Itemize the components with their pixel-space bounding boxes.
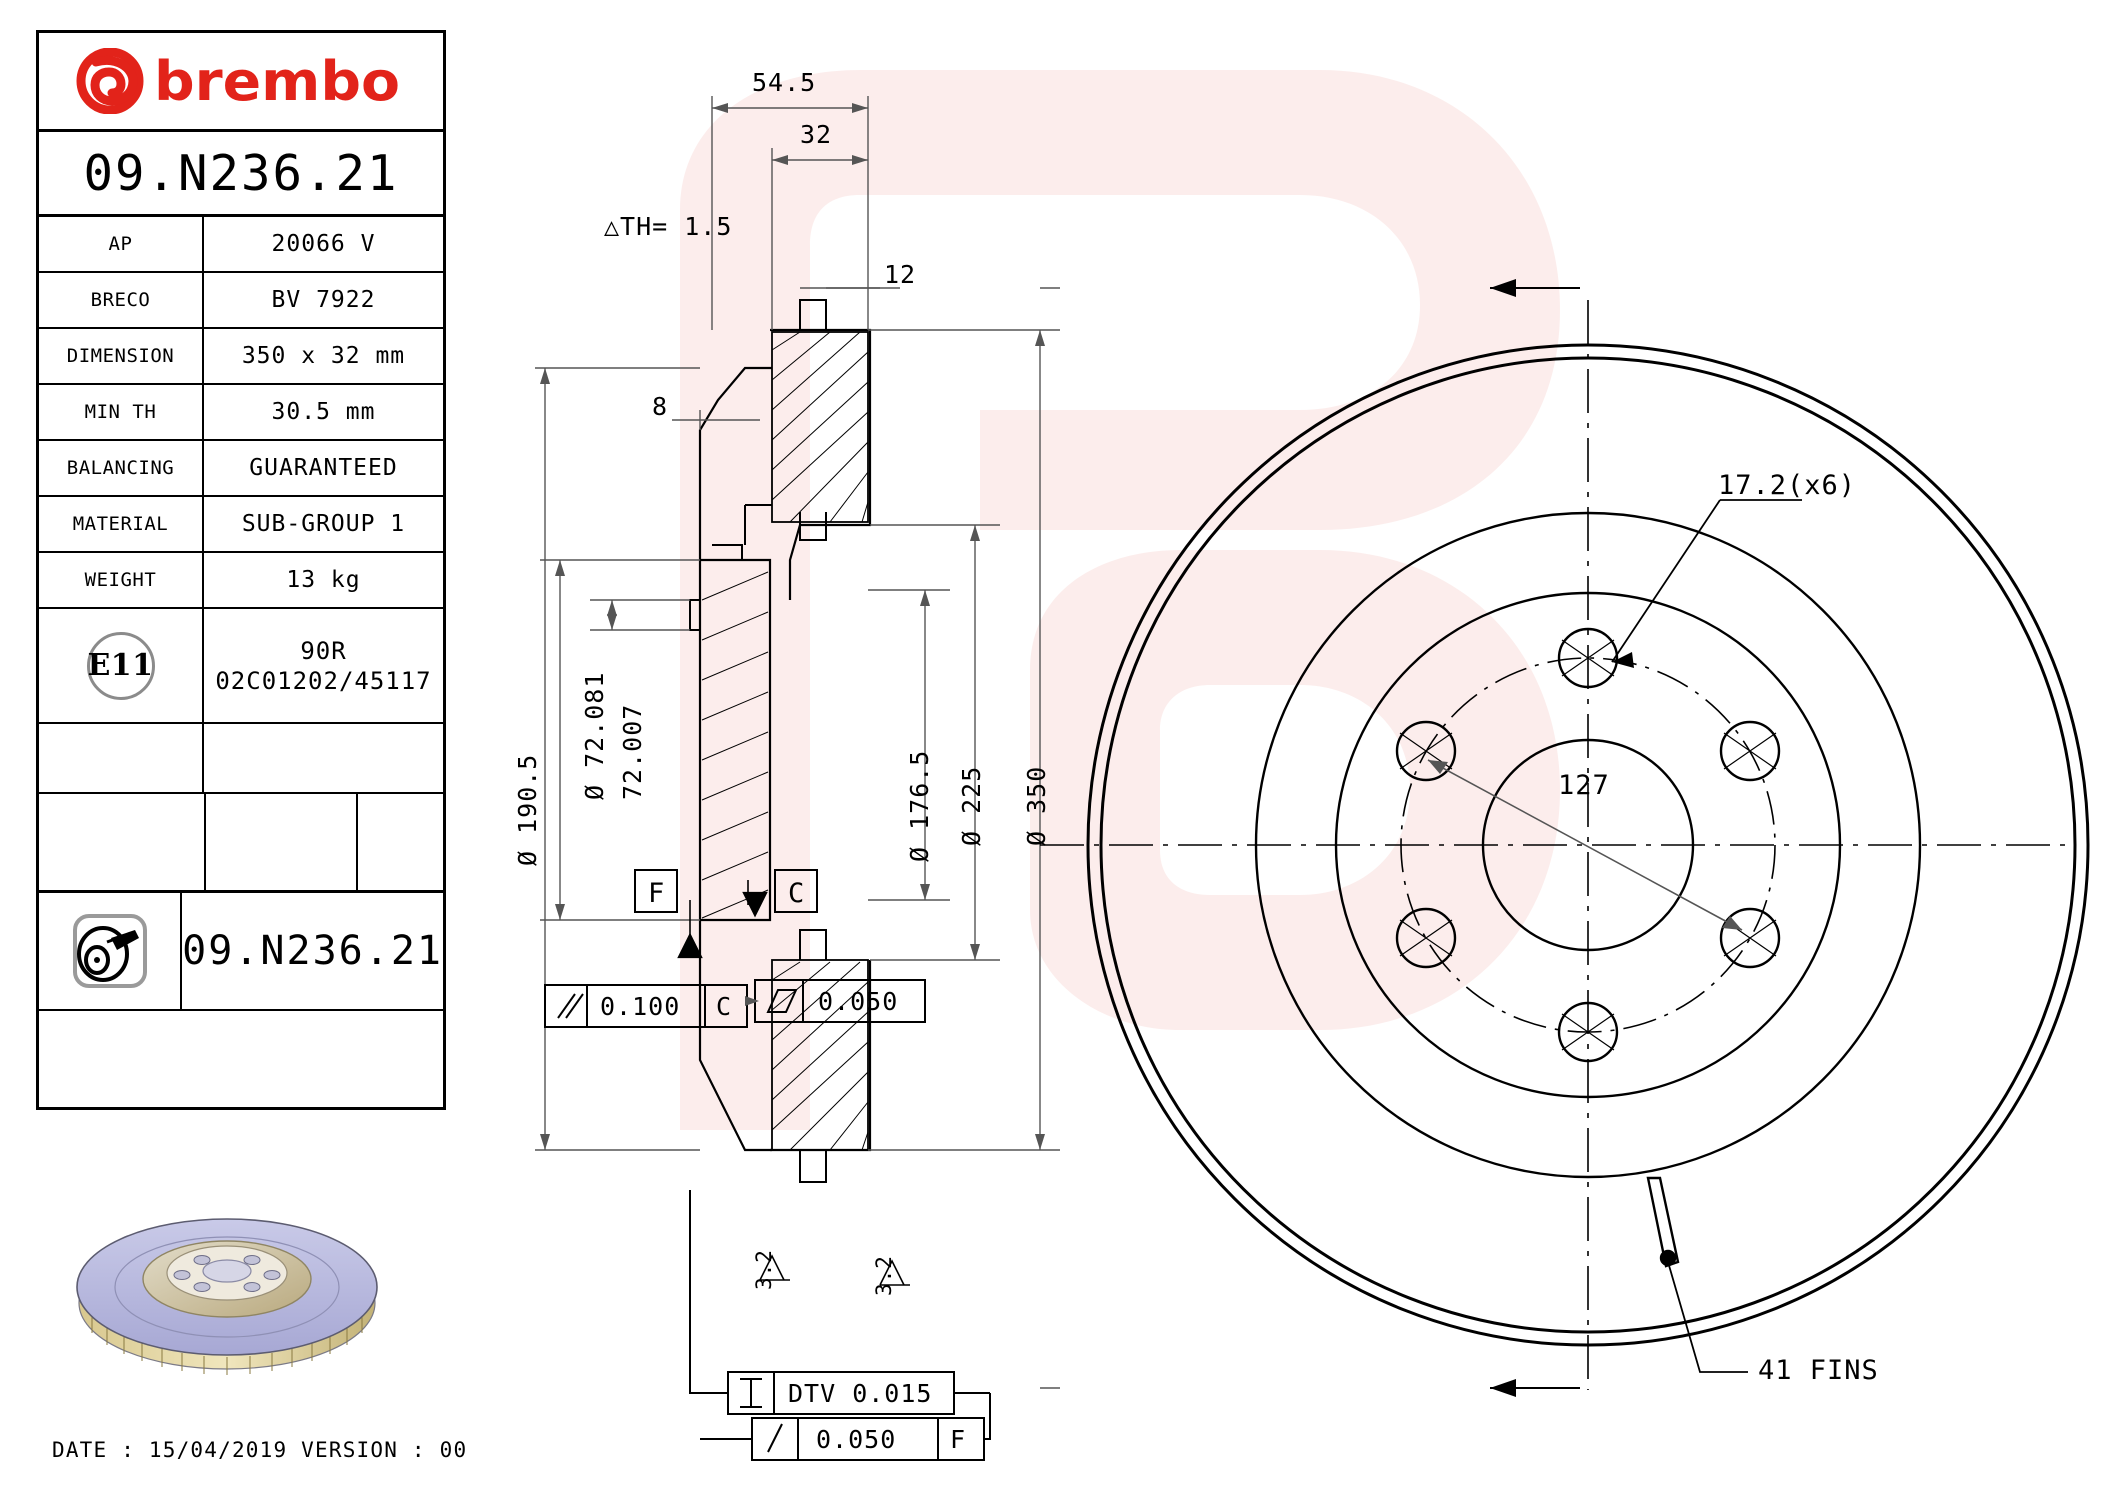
dim-dia-190-5: Ø 190.5 bbox=[513, 753, 542, 866]
dim-dia-72-081: Ø 72.081 bbox=[580, 671, 609, 800]
blank-cell bbox=[204, 724, 443, 792]
tolerance-datum-parallelism: C bbox=[716, 992, 733, 1021]
dim-dia-72-007: 72.007 bbox=[618, 703, 647, 800]
blank-row-2 bbox=[39, 794, 443, 893]
dim-hat-width: 32 bbox=[800, 120, 833, 149]
homologation-value: 90R 02C01202/45117 bbox=[204, 609, 443, 722]
table-row: WEIGHT 13 kg bbox=[39, 553, 443, 609]
table-row: MATERIAL SUB-GROUP 1 bbox=[39, 497, 443, 553]
brembo-logo: brembo bbox=[39, 33, 443, 132]
tolerance-symbol-parallelism bbox=[556, 993, 572, 1023]
dim-th-note: △TH= 1.5 bbox=[604, 212, 733, 241]
e11-mark: E11 bbox=[86, 631, 155, 700]
homologation-row: E11 90R 02C01202/45117 bbox=[39, 609, 443, 724]
blank-cell bbox=[39, 724, 204, 792]
table-row: BRECO BV 7922 bbox=[39, 273, 443, 329]
row-label: MIN TH bbox=[39, 385, 204, 439]
roughness-right: 3.2 bbox=[872, 1255, 896, 1296]
tolerance-value-parallelism: 0.100 bbox=[600, 992, 681, 1021]
row-label: WEIGHT bbox=[39, 553, 204, 607]
info-table: brembo 09.N236.21 AP 20066 V BRECO BV 79… bbox=[36, 30, 446, 1110]
datum-c-label: C bbox=[788, 878, 806, 909]
datum-f-label: F bbox=[648, 878, 666, 909]
dim-dia-350: Ø 350 bbox=[1022, 765, 1051, 846]
row-value: GUARANTEED bbox=[249, 455, 398, 481]
machining-icon-cell bbox=[39, 893, 183, 1009]
table-row: DIMENSION 350 x 32 mm bbox=[39, 329, 443, 385]
watermark-logo bbox=[680, 70, 1560, 1130]
blank-row-1 bbox=[39, 724, 443, 794]
dim-slot-width: 12 bbox=[884, 260, 917, 289]
row-value: 350 x 32 mm bbox=[241, 343, 406, 369]
blank-cell bbox=[206, 794, 358, 890]
date-version-line: DATE : 15/04/2019 VERSION : 00 bbox=[52, 1438, 468, 1462]
pcd-label: 127 bbox=[1558, 770, 1610, 801]
brake-disc-photo bbox=[76, 1218, 378, 1375]
brembo-logo-svg: brembo bbox=[76, 48, 400, 114]
row-value: BV 7922 bbox=[271, 287, 376, 313]
row-value: SUB-GROUP 1 bbox=[241, 511, 406, 537]
dim-offset-8: 8 bbox=[652, 392, 669, 421]
machining-part-number: 09.N236.21 bbox=[182, 928, 443, 974]
row-value: 30.5 mm bbox=[271, 399, 376, 425]
photo-row bbox=[39, 1011, 443, 1107]
tolerance-value-flatness: 0.050 bbox=[818, 987, 899, 1016]
row-label: AP bbox=[39, 217, 204, 271]
row-label: BRECO bbox=[39, 273, 204, 327]
blank-cell bbox=[39, 794, 206, 890]
table-row: AP 20066 V bbox=[39, 217, 443, 273]
e11-mark-cell: E11 bbox=[39, 609, 204, 722]
homologation-line2: 02C01202/45117 bbox=[215, 666, 432, 695]
row-value: 13 kg bbox=[286, 567, 361, 593]
dim-dia-176-5: Ø 176.5 bbox=[905, 749, 934, 862]
blank-cell bbox=[358, 794, 443, 890]
dim-dia-225: Ø 225 bbox=[957, 765, 986, 846]
tolerance-datum-runout: F bbox=[950, 1425, 967, 1454]
machining-icon-row: 09.N236.21 bbox=[39, 893, 443, 1011]
row-label: DIMENSION bbox=[39, 329, 204, 383]
svg-text:brembo: brembo bbox=[154, 50, 400, 113]
table-row: MIN TH 30.5 mm bbox=[39, 385, 443, 441]
homologation-line1: 90R bbox=[300, 636, 347, 665]
tolerance-value-runout: 0.050 bbox=[816, 1425, 897, 1454]
row-value: 20066 V bbox=[271, 231, 376, 257]
row-label: MATERIAL bbox=[39, 497, 204, 551]
brake-disc-machining-icon bbox=[72, 914, 147, 988]
row-label: BALANCING bbox=[39, 441, 204, 495]
dim-overall-width: 54.5 bbox=[752, 68, 817, 97]
tolerance-value-dtv: DTV 0.015 bbox=[788, 1379, 933, 1408]
roughness-left: 3.2 bbox=[752, 1249, 776, 1290]
fins-note: 41 FINS bbox=[1758, 1355, 1879, 1386]
table-row: BALANCING GUARANTEED bbox=[39, 441, 443, 497]
part-number-header: 09.N236.21 bbox=[39, 132, 443, 217]
bolt-hole-note: 17.2(x6) bbox=[1718, 470, 1857, 501]
